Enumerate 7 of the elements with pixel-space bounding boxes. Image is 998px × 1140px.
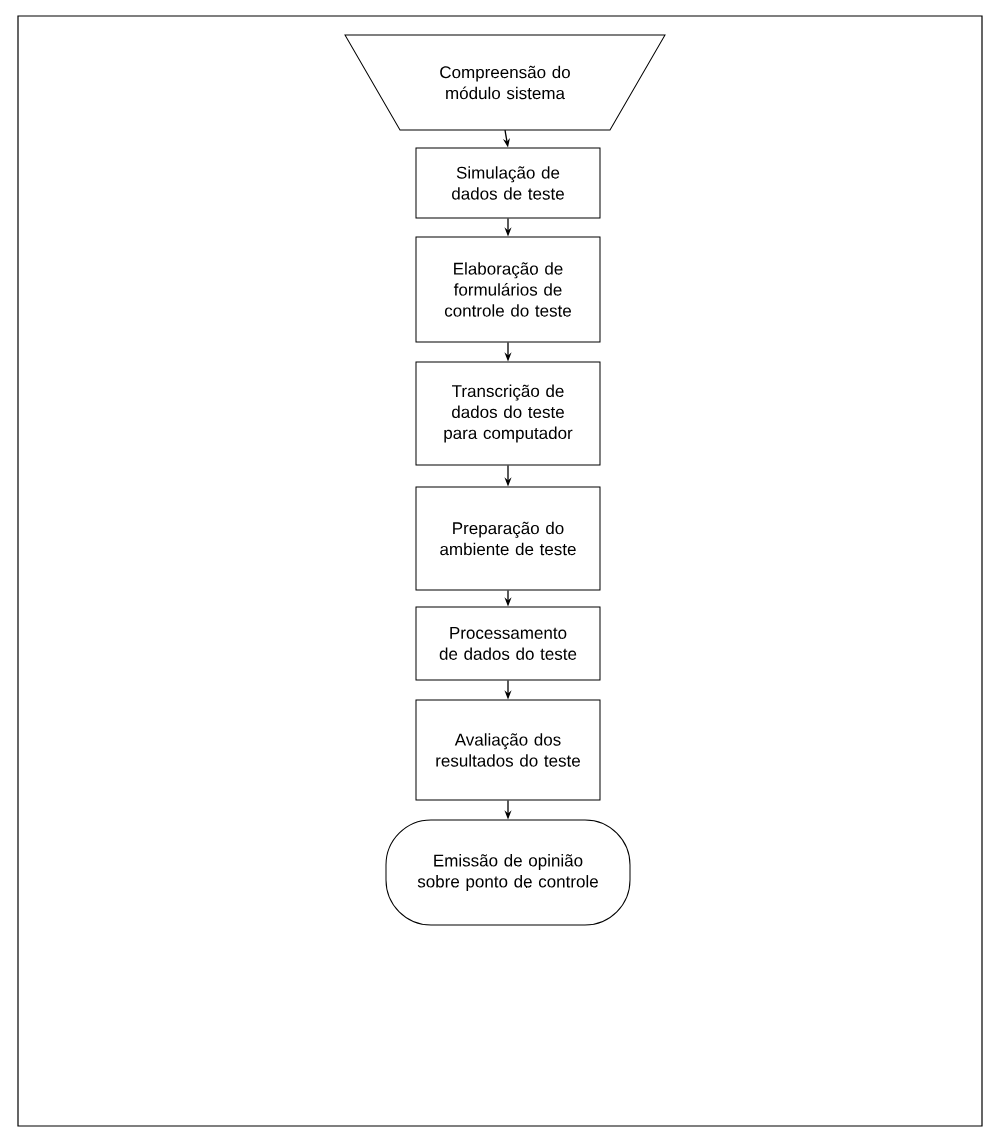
process-box: Elaboração de formulários de controle do teste bbox=[415, 236, 601, 343]
process-box: Preparação do ambiente de teste bbox=[415, 486, 601, 591]
process-box: Avaliação dos resultados do teste bbox=[415, 699, 601, 801]
process-box: Transcrição de dados do teste para computador bbox=[415, 361, 601, 466]
process-box: Processamento de dados do teste bbox=[415, 606, 601, 681]
process-box: Simulação de dados de teste bbox=[415, 147, 601, 219]
input-trapezoid: Compreensão do módulo sistema bbox=[344, 34, 666, 131]
